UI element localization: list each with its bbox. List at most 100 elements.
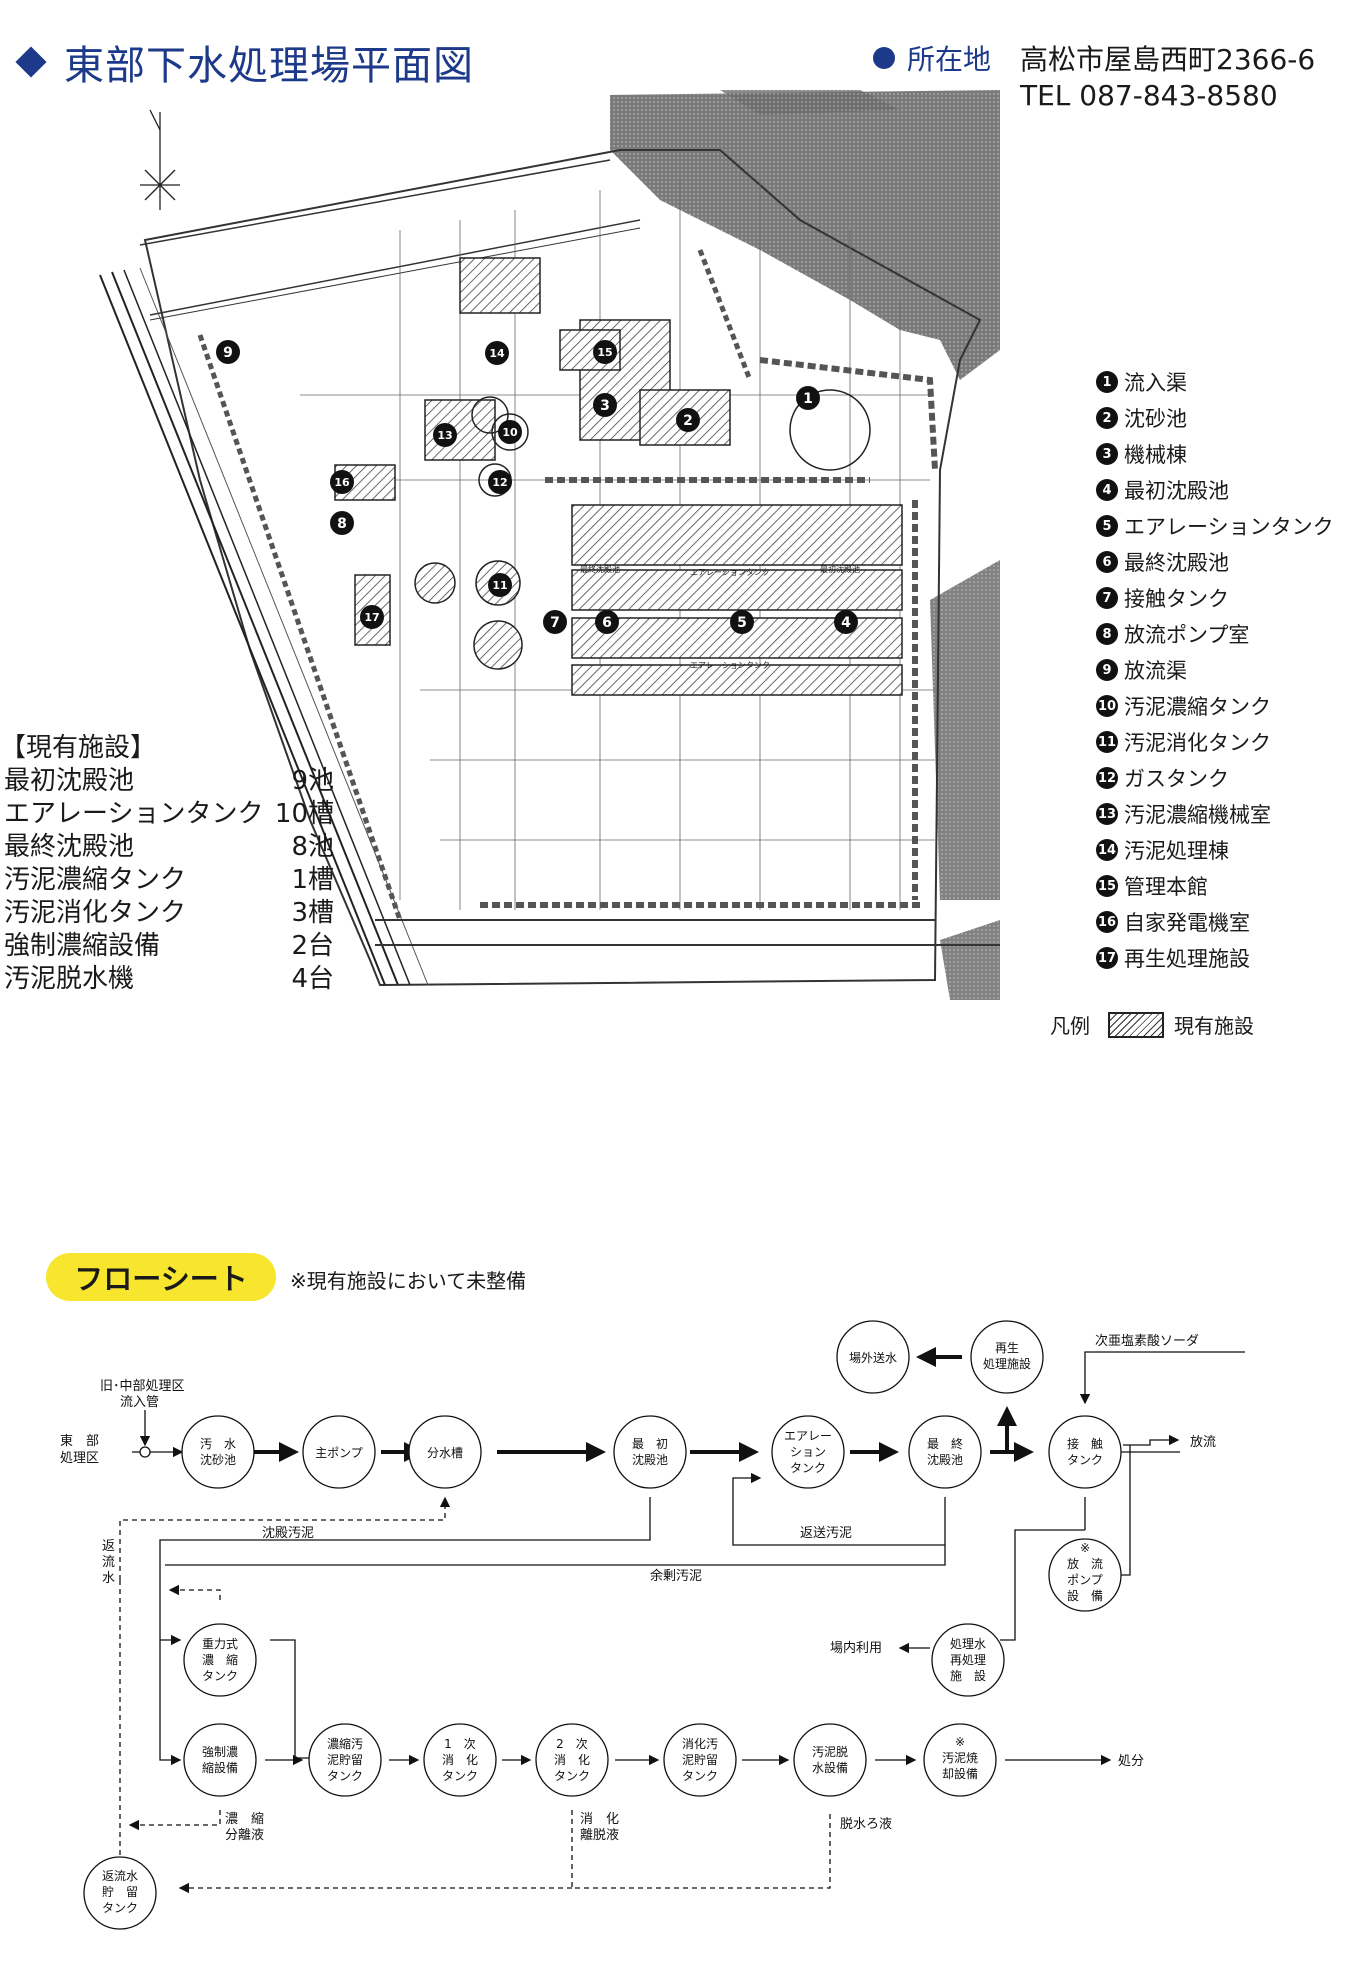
map-label: 最初沈殿池 (820, 564, 860, 574)
flow-node-sesshoku: 接 触タンク (1048, 1415, 1122, 1489)
flow-label: 濃 縮 (225, 1811, 264, 1827)
svg-text:ション: ション (790, 1445, 826, 1459)
title-block: 東部下水処理場平面図 (10, 34, 474, 90)
svg-text:放 流: 放 流 (1067, 1556, 1103, 1571)
flow-sheet-badge: フローシート (46, 1253, 276, 1301)
svg-text:ポンプ: ポンプ (1067, 1573, 1103, 1587)
flow-node-aeration: エアレーションタンク (771, 1415, 845, 1489)
svg-text:1 次: 1 次 (444, 1737, 476, 1751)
svg-text:最 終: 最 終 (927, 1436, 963, 1451)
flow-label: 東 部 (60, 1433, 99, 1449)
map-key-label: 凡例 (1050, 1014, 1090, 1038)
svg-text:16: 16 (334, 476, 350, 489)
svg-text:再生: 再生 (995, 1341, 1019, 1355)
svg-text:施 設: 施 設 (950, 1668, 986, 1683)
svg-text:消化汚: 消化汚 (682, 1737, 718, 1751)
svg-text:泥貯留: 泥貯留 (327, 1753, 363, 1767)
diamond-icon (15, 46, 47, 78)
svg-text:14: 14 (489, 347, 505, 360)
flow-label: 離脱液 (580, 1828, 619, 1843)
flow-label: 消 化 (580, 1812, 619, 1827)
flow-label: 流 (102, 1555, 115, 1570)
flow-label: 処分 (1118, 1754, 1144, 1769)
map-label: エアレーションタンク (690, 568, 770, 577)
flow-sheet-note: ※現有施設において未整備 (290, 1269, 527, 1293)
svg-text:9: 9 (223, 345, 233, 361)
map-key: 凡例 現有施設 (1050, 1010, 1254, 1039)
map-label: 最終沈殿池 (580, 564, 620, 574)
svg-text:場外送水: 場外送水 (849, 1350, 897, 1365)
svg-text:13: 13 (437, 429, 452, 442)
compass-icon (140, 109, 180, 210)
svg-text:主ポンプ: 主ポンプ (315, 1446, 363, 1460)
flow-label: 返送汚泥 (800, 1526, 852, 1541)
svg-text:タンク: タンク (442, 1769, 478, 1783)
svg-text:却設備: 却設備 (942, 1766, 978, 1781)
svg-text:汚泥焼: 汚泥焼 (942, 1751, 978, 1765)
svg-text:沈殿池: 沈殿池 (632, 1452, 668, 1467)
flow-node-bunsui: 分水槽 (408, 1415, 482, 1489)
facilities-heading: 【現有施設】 (0, 733, 157, 763)
svg-text:1: 1 (803, 391, 813, 407)
address-label: 所在地 (907, 43, 992, 76)
map-label: エアレーションタンク (690, 661, 770, 670)
flow-label: 旧･中部処理区 (100, 1379, 185, 1394)
flow-label: 脱水ろ液 (840, 1817, 892, 1832)
svg-text:2 次: 2 次 (556, 1737, 588, 1751)
svg-text:2: 2 (683, 413, 693, 429)
svg-text:※: ※ (955, 1735, 965, 1749)
flow-node-saisho: 最 初沈殿池 (613, 1415, 687, 1489)
svg-text:貯 留: 貯 留 (102, 1885, 138, 1899)
svg-text:水設備: 水設備 (812, 1760, 848, 1775)
flow-node-jogai: 場外送水 (836, 1320, 910, 1394)
flow-node-saisei: 再生処理施設 (970, 1320, 1044, 1394)
svg-text:濃縮汚: 濃縮汚 (327, 1736, 363, 1751)
svg-text:汚泥脱: 汚泥脱 (812, 1744, 848, 1759)
svg-text:返流水: 返流水 (102, 1869, 138, 1883)
svg-text:処理水: 処理水 (950, 1637, 986, 1651)
flow-node-saishu: 最 終沈殿池 (908, 1415, 982, 1489)
flow-label: 次亜塩素酸ソーダ (1095, 1333, 1199, 1349)
svg-text:再処理: 再処理 (950, 1653, 986, 1667)
svg-text:6: 6 (602, 615, 612, 631)
svg-text:強制濃: 強制濃 (202, 1745, 238, 1759)
svg-text:10: 10 (502, 426, 518, 439)
svg-text:タンク: タンク (202, 1669, 238, 1683)
svg-text:最 初: 最 初 (632, 1437, 668, 1451)
svg-text:分水槽: 分水槽 (427, 1446, 463, 1460)
svg-text:消 化: 消 化 (554, 1753, 590, 1767)
svg-text:汚 水: 汚 水 (200, 1437, 236, 1451)
svg-text:タンク: タンク (554, 1769, 590, 1783)
svg-text:重力式: 重力式 (202, 1637, 238, 1651)
svg-text:タンク: タンク (1067, 1453, 1103, 1467)
svg-text:設 備: 設 備 (1067, 1588, 1103, 1603)
svg-text:8: 8 (337, 516, 347, 532)
svg-text:タンク: タンク (102, 1901, 138, 1915)
svg-text:※: ※ (1080, 1541, 1090, 1555)
bullet-icon (873, 47, 895, 69)
flow-label: 沈殿汚泥 (262, 1526, 314, 1541)
svg-text:消 化: 消 化 (442, 1753, 478, 1767)
